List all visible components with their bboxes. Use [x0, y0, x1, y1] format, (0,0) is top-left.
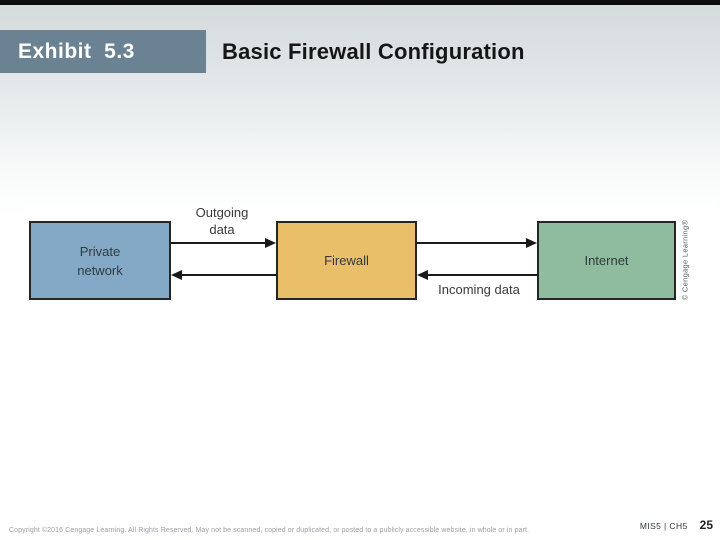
node-internet-label: Internet [584, 253, 629, 268]
footer-course-code: MIS5 | CH5 [639, 521, 688, 531]
arrow-firewall-to-internet [417, 238, 537, 248]
footer-right: MIS5 | CH5 25 [640, 518, 713, 532]
incoming-data-label: Incoming data [438, 282, 520, 297]
node-private-network: Private network [29, 221, 171, 300]
footer-page-number: 25 [699, 518, 713, 532]
outgoing-data-label: Outgoing data [195, 205, 249, 237]
cengage-credit: © Cengage Learning® [680, 219, 690, 301]
node-firewall: Firewall [276, 221, 417, 300]
node-internet: Internet [537, 221, 676, 300]
node-firewall-label: Firewall [324, 253, 369, 268]
slide-title: Basic Firewall Configuration [222, 38, 525, 64]
exhibit-badge: Exhibit 5.3 [0, 30, 206, 73]
arrow-private-to-firewall [171, 238, 276, 248]
top-bar [0, 0, 720, 5]
arrow-firewall-to-private [171, 270, 276, 280]
footer-copyright: Copyright ©2016 Cengage Learning. All Ri… [9, 527, 530, 534]
node-private-network-label: Private network [77, 243, 123, 278]
arrow-internet-to-firewall [417, 270, 537, 280]
exhibit-label: Exhibit 5.3 [18, 39, 135, 63]
